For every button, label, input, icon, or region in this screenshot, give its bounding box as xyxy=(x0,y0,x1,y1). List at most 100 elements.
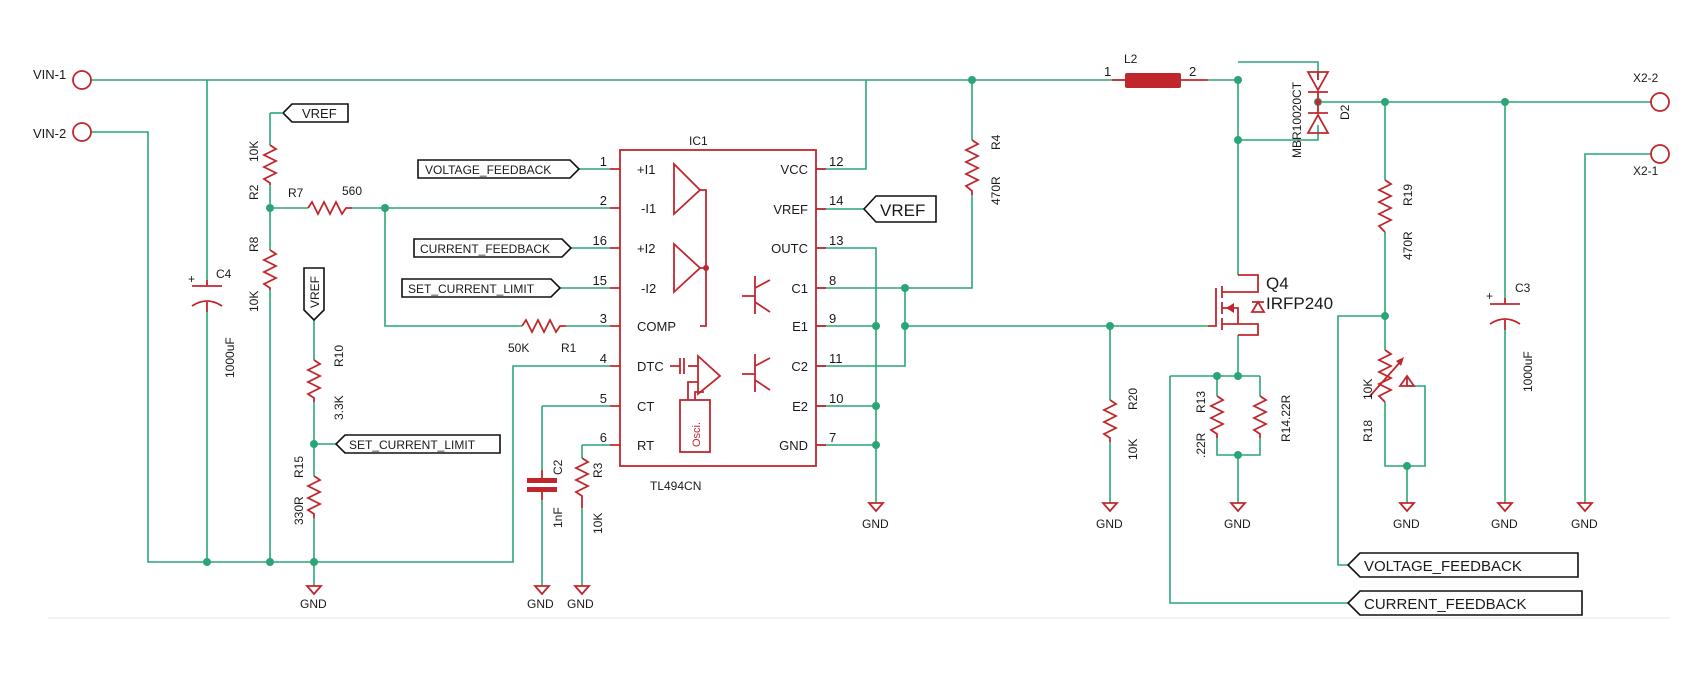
pin-num: 11 xyxy=(829,351,843,366)
part-value: MBR10020CT xyxy=(1290,81,1304,158)
pin-name: VREF xyxy=(773,202,808,217)
ground-symbol-x2-1: GND xyxy=(1571,502,1598,531)
ic-tl494[interactable]: IC1 TL494CN 1 +I1 2 -I1 16 +I2 15 -I2 3 … xyxy=(593,134,844,493)
pin-num: 8 xyxy=(829,273,836,288)
ground-symbol-ic: GND xyxy=(862,502,889,531)
capacitor-c4[interactable]: + C4 1000uF xyxy=(188,267,237,378)
ground-symbol-r18: GND xyxy=(1393,502,1420,531)
resistor-r2[interactable]: 10K R2 xyxy=(247,141,279,200)
resistor-r1[interactable]: 50K R1 xyxy=(508,317,577,355)
mosfet-q4[interactable]: Q4 IRFP240 xyxy=(1208,274,1333,336)
pin-num: 16 xyxy=(593,233,607,248)
pin-name: VCC xyxy=(781,162,808,177)
ground-symbol-r20: GND xyxy=(1096,502,1123,531)
pin-name: GND xyxy=(779,438,808,453)
resistor-r15[interactable]: R15 330R xyxy=(292,456,323,525)
pin-name: +I1 xyxy=(637,162,655,177)
pin-name: C1 xyxy=(791,281,808,296)
part-value: 330R xyxy=(292,496,306,525)
deadtime-comparator-icon xyxy=(670,353,722,396)
part-value: 560 xyxy=(342,184,362,198)
svg-text:GND: GND xyxy=(1096,517,1123,531)
resistor-r8[interactable]: R8 10K xyxy=(247,236,279,312)
resistor-r19[interactable]: R19 470R xyxy=(1376,179,1415,260)
part-name: R13 xyxy=(1194,391,1208,413)
pin-name: RT xyxy=(637,438,654,453)
resistor-r14[interactable]: R14 .22R xyxy=(1251,394,1293,442)
part-value: 470R xyxy=(1401,231,1415,260)
resistor-r10[interactable]: R10 3.3K xyxy=(305,345,346,420)
part-name: R19 xyxy=(1401,184,1415,206)
part-value: .22R xyxy=(1279,394,1293,420)
part-value: IRFP240 xyxy=(1266,294,1333,313)
ground-symbol-r3: GND xyxy=(567,585,594,611)
part-value: 470R xyxy=(989,176,1003,205)
part-name: R1 xyxy=(561,341,577,355)
ground-symbol-r15: GND xyxy=(300,585,327,611)
part-name: R20 xyxy=(1126,388,1140,410)
pin-num: 9 xyxy=(829,311,836,326)
diode-d2[interactable]: MBR10020CT D2 xyxy=(1290,71,1352,158)
pin-num: 13 xyxy=(829,233,843,248)
port-x2-2[interactable]: X2-2 xyxy=(1633,71,1670,112)
part-name: Q4 xyxy=(1266,274,1289,293)
net-label-vref-ic: VREF xyxy=(862,195,937,223)
part-value: 3.3K xyxy=(332,395,346,420)
port-x2-1[interactable]: X2-1 xyxy=(1633,144,1670,178)
inductor-l2[interactable]: L2 1 2 xyxy=(1104,52,1208,88)
ground-symbol-c3: GND xyxy=(1491,502,1518,531)
resistor-r13[interactable]: R13 .22R xyxy=(1194,391,1226,458)
pin-num: 1 xyxy=(1104,64,1111,79)
net-label-set-current-limit-out: SET_CURRENT_LIMIT xyxy=(334,434,501,454)
pin-num: 12 xyxy=(829,154,843,169)
svg-text:GND: GND xyxy=(567,597,594,611)
port-vin-2[interactable]: VIN-2 xyxy=(33,122,92,142)
net-label-vref-top: VREF xyxy=(270,103,349,123)
pin-num: 2 xyxy=(1189,64,1196,79)
svg-text:GND: GND xyxy=(1491,517,1518,531)
pin-name: +I2 xyxy=(637,241,655,256)
potentiometer-r18[interactable]: 10K R18 xyxy=(1361,349,1416,442)
svg-text:SET_CURRENT_LIMIT: SET_CURRENT_LIMIT xyxy=(408,282,535,296)
pin-num: 3 xyxy=(600,311,607,326)
part-value: 1nF xyxy=(551,507,565,528)
pin-name: -I1 xyxy=(641,201,656,216)
part-name: R7 xyxy=(288,186,304,200)
port-label: X2-2 xyxy=(1633,71,1659,85)
part-value: 10K xyxy=(591,513,605,534)
capacitor-c3[interactable]: + C3 1000uF xyxy=(1486,281,1535,392)
pin-num: 5 xyxy=(600,391,607,406)
polarity-mark: + xyxy=(188,272,195,286)
svg-text:GND: GND xyxy=(1393,517,1420,531)
net-label-set-current-limit-in: SET_CURRENT_LIMIT xyxy=(401,278,562,298)
osc-label: Osci. xyxy=(691,422,703,447)
part-value: 10K xyxy=(1361,379,1375,400)
part-value: 1000uF xyxy=(223,337,237,378)
pin-num: 6 xyxy=(600,430,607,445)
port-vin-1[interactable]: VIN-1 xyxy=(33,67,92,90)
resistor-r3[interactable]: R3 10K xyxy=(573,457,605,534)
polarity-mark: + xyxy=(1486,289,1493,303)
capacitor-c2[interactable]: C2 1nF xyxy=(527,459,565,528)
net-label-current-feedback-out: CURRENT_FEEDBACK xyxy=(1346,590,1583,616)
svg-text:GND: GND xyxy=(1224,517,1251,531)
pin-name: E1 xyxy=(792,319,808,334)
net-label-vref-r10: VREF xyxy=(303,267,325,322)
part-name: R14 xyxy=(1279,420,1293,442)
port-label: VIN-2 xyxy=(33,126,66,141)
svg-text:GND: GND xyxy=(527,597,554,611)
ground-symbol-c2: GND xyxy=(527,585,554,611)
part-value: 10K xyxy=(1126,439,1140,460)
resistor-r7[interactable]: R7 560 xyxy=(288,184,362,217)
pin-name: E2 xyxy=(792,399,808,414)
part-name: R4 xyxy=(989,134,1003,150)
resistor-r20[interactable]: R20 10K xyxy=(1101,388,1140,460)
part-value: 1000uF xyxy=(1521,351,1535,392)
pin-name: C2 xyxy=(791,359,808,374)
svg-text:VOLTAGE_FEEDBACK: VOLTAGE_FEEDBACK xyxy=(425,163,551,177)
part-name: R15 xyxy=(292,456,306,478)
svg-text:VOLTAGE_FEEDBACK: VOLTAGE_FEEDBACK xyxy=(1364,558,1522,575)
part-value: 10K xyxy=(247,291,261,312)
resistor-r4[interactable]: R4 470R xyxy=(963,134,1003,205)
